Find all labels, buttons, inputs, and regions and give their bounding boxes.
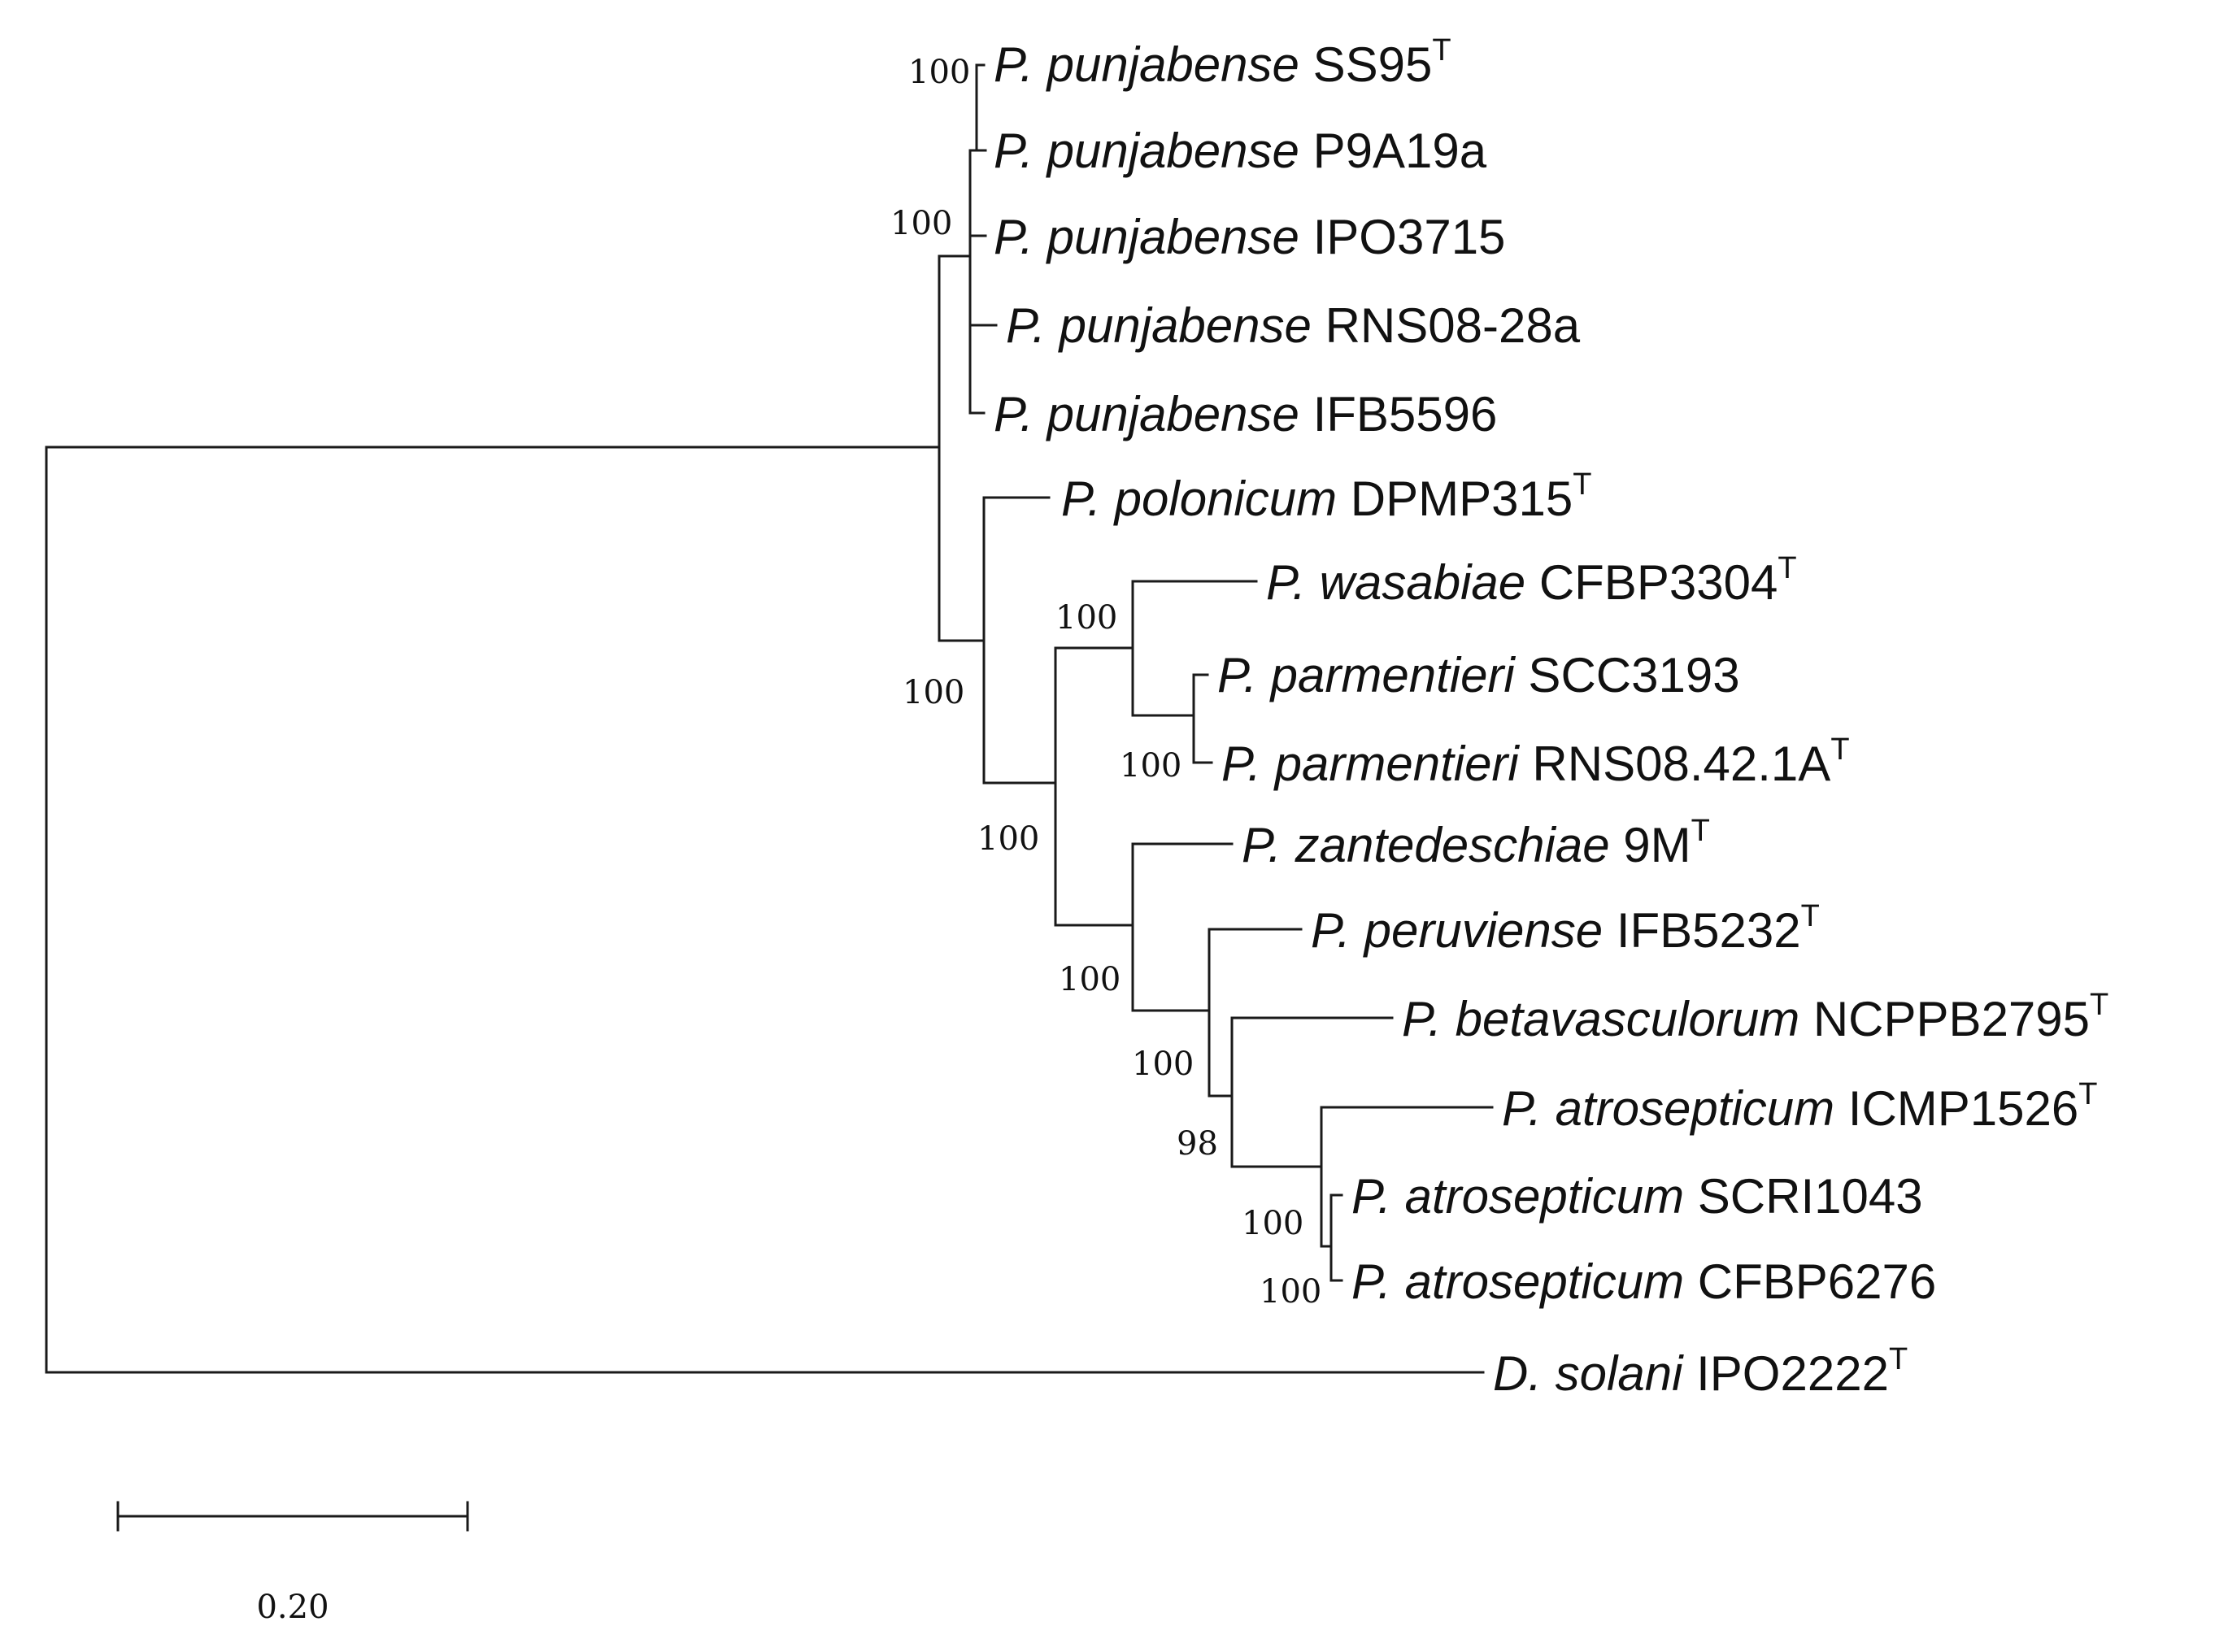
- taxon-label: P. punjabense SS95T: [994, 33, 1451, 92]
- support-value: 100: [1059, 961, 1121, 998]
- taxon-label: P. peruviense IFB5232T: [1311, 899, 1820, 958]
- taxon-label: P. punjabense RNS08-28a: [1006, 298, 1581, 353]
- support-value: 100: [977, 820, 1039, 858]
- taxon-label: P. punjabense P9A19a: [994, 124, 1487, 178]
- support-value: 100: [1242, 1205, 1303, 1242]
- support-value: 100: [908, 54, 970, 91]
- taxon-label: P. atrosepticum SCRI1043: [1351, 1169, 1923, 1224]
- taxon-label: P. atrosepticum ICMP1526T: [1502, 1077, 2097, 1136]
- scale-bar-label: 0.20: [256, 1589, 329, 1626]
- support-value: 100: [1132, 1046, 1194, 1083]
- tree-branches: [45, 63, 1494, 1374]
- support-value: 100: [903, 674, 964, 711]
- support-value: 100: [1120, 747, 1181, 785]
- taxon-label: P. punjabense IFB5596: [994, 387, 1497, 441]
- taxon-label: P. wasabiae CFBP3304T: [1266, 551, 1797, 610]
- support-value: 100: [1260, 1273, 1321, 1311]
- taxon-label: P. polonicum DPMP315T: [1061, 467, 1591, 526]
- taxon-label: D. solani IPO2222T: [1493, 1342, 1908, 1401]
- support-value: 100: [1055, 599, 1117, 637]
- taxon-label: P. atrosepticum CFBP6276: [1351, 1254, 1936, 1309]
- support-value: 100: [890, 205, 952, 242]
- support-values: 100 100 100 100 100 100 100 100 98 100 1…: [890, 54, 1321, 1311]
- taxon-label: P. zantedeschiae 9MT: [1242, 814, 1710, 872]
- taxon-label: P. betavasculorum NCPPB2795T: [1402, 988, 2108, 1046]
- taxon-label: P. punjabense IPO3715: [994, 210, 1505, 264]
- taxon-label: P. parmentieri SCC3193: [1217, 648, 1740, 702]
- support-value: 98: [1177, 1125, 1218, 1163]
- taxon-labels: P. punjabense SS95T P. punjabense P9A19a…: [994, 33, 2108, 1401]
- taxon-label: P. parmentieri RNS08.42.1AT: [1221, 733, 1850, 791]
- scale-bar: 0.20: [116, 1501, 469, 1626]
